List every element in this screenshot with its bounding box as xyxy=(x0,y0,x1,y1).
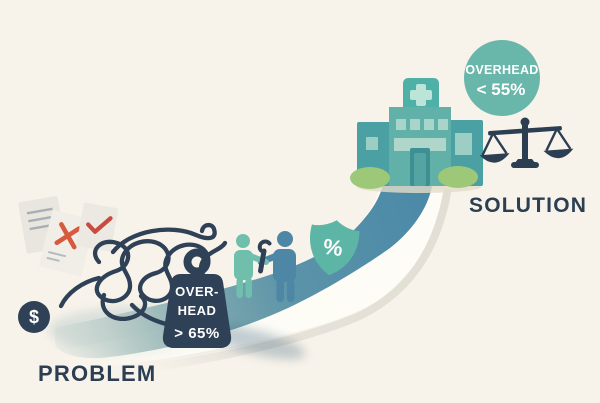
weight-text-line2: HEAD xyxy=(178,303,217,318)
scales-icon xyxy=(479,117,574,168)
shield-percent-symbol: % xyxy=(322,234,345,261)
dollar-coin-icon: $ xyxy=(18,301,50,333)
dollar-symbol: $ xyxy=(29,307,39,327)
hospital-door-panel xyxy=(414,153,426,186)
shield-percent-icon: % xyxy=(309,220,360,276)
hospital-lintel xyxy=(394,138,446,151)
overhead-badge: OVERHEAD < 55% xyxy=(464,40,540,116)
figure-left xyxy=(234,234,269,298)
check-mark-icon xyxy=(86,216,113,234)
scales-pan-left xyxy=(479,132,510,163)
bush-right xyxy=(438,166,478,188)
gray-road-stripe xyxy=(146,189,451,372)
hospital-icon xyxy=(350,78,483,189)
weight-text-line1: OVER- xyxy=(175,284,219,299)
wing-right-window xyxy=(455,133,472,155)
scales-pan-right xyxy=(543,128,574,159)
problem-label: PROBLEM xyxy=(38,361,156,386)
bush-left xyxy=(350,167,390,189)
x-mark-icon xyxy=(54,222,82,250)
overhead-weight-icon: OVER- HEAD > 65% xyxy=(162,248,232,348)
badge-text-line2: < 55% xyxy=(477,80,526,99)
paper-check xyxy=(76,202,119,252)
documents-icon xyxy=(18,195,119,277)
hospital-windows-row xyxy=(396,119,448,130)
handshake-figures-icon xyxy=(234,231,296,302)
road-path xyxy=(55,186,432,359)
wrench-icon xyxy=(257,239,272,274)
solution-label: SOLUTION xyxy=(469,194,587,217)
medical-cross-icon xyxy=(410,84,432,106)
weight-text-line3: > 65% xyxy=(174,325,219,342)
wing-left-window xyxy=(366,137,378,150)
badge-text-line1: OVERHEAD xyxy=(465,63,538,77)
